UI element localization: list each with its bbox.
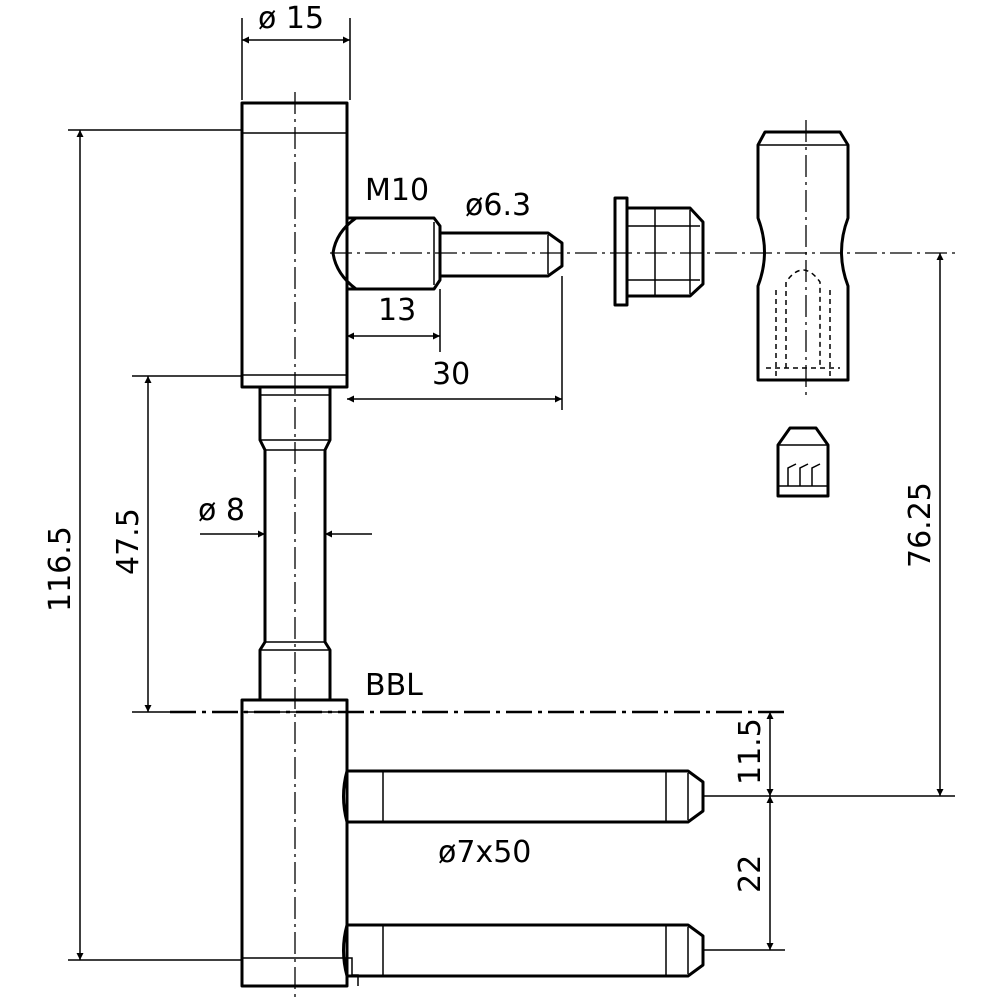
- set-screw: [776, 426, 830, 498]
- lower-dowel-pin: [342, 923, 705, 978]
- label-len-30: 30: [432, 357, 470, 392]
- dimension-47-5: 47.5: [111, 375, 242, 713]
- hinge-sleeve: [756, 130, 850, 382]
- dimension-dia-8: ø 8: [198, 493, 372, 538]
- label-thread-m10: M10: [365, 173, 429, 208]
- dimension-30: 30: [347, 276, 563, 410]
- label-len-13: 13: [378, 293, 416, 328]
- label-len-76-25: 76.25: [903, 482, 938, 568]
- label-dia-6-3: ø6.3: [465, 188, 531, 223]
- flanged-bushing: [613, 196, 705, 307]
- label-dia-15: ø 15: [258, 1, 324, 36]
- label-pin-7x50: ø7x50: [438, 835, 531, 870]
- dimension-76-25: 76.25: [903, 253, 944, 796]
- center-lines: [170, 92, 960, 1000]
- label-len-22: 22: [733, 855, 768, 893]
- label-bbl: BBL: [365, 668, 423, 703]
- dimension-dia-15: ø 15: [241, 1, 351, 100]
- hinge-shaft: [258, 387, 332, 700]
- dimension-13: 13: [347, 289, 441, 352]
- dimension-22: 22: [703, 796, 785, 951]
- lower-hinge-body: [240, 698, 359, 988]
- label-len-47-5: 47.5: [111, 508, 146, 575]
- upper-dowel-pin: [342, 769, 705, 824]
- label-len-11-5: 11.5: [733, 718, 768, 785]
- dimension-116-5: 116.5: [43, 129, 242, 961]
- label-len-116-5: 116.5: [43, 526, 78, 612]
- label-dia-8: ø 8: [198, 493, 245, 528]
- dimension-11-5: 11.5: [733, 712, 774, 796]
